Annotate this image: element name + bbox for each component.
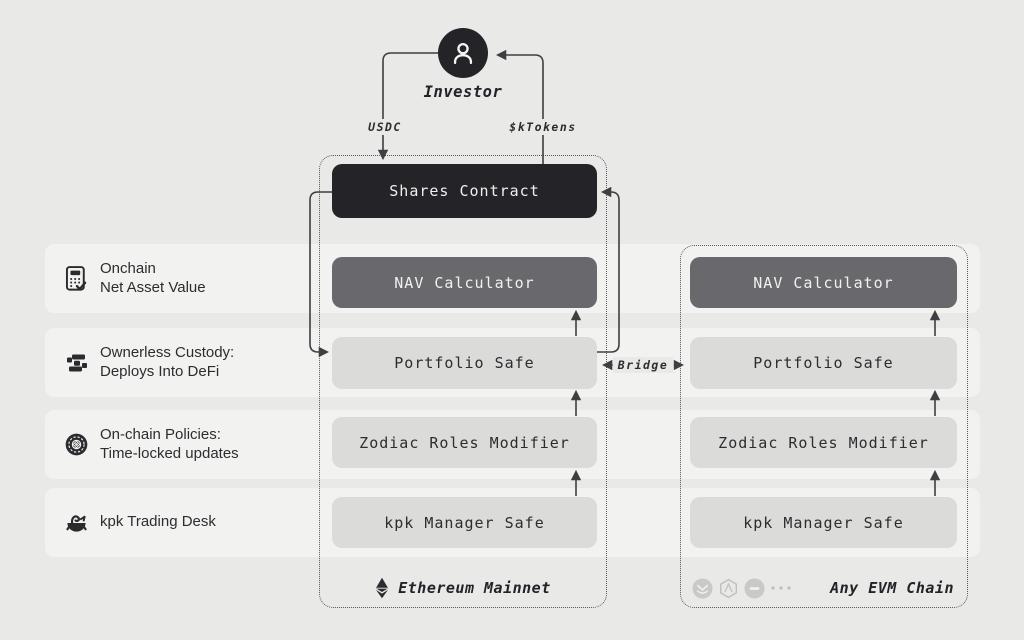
nav-calculator-box-mainnet: NAV Calculator xyxy=(332,257,597,308)
legend-row-trading: kpk Trading Desk xyxy=(45,488,345,557)
legend-label: On-chain Policies: Time-locked updates xyxy=(100,426,239,462)
calculator-check-icon xyxy=(63,265,90,293)
nav-calculator-label: NAV Calculator xyxy=(394,273,535,292)
legend-row-policies: On-chain Policies: Time-locked updates xyxy=(45,410,345,479)
zodiac-roles-modifier-label: Zodiac Roles Modifier xyxy=(359,433,570,452)
legend-label: kpk Trading Desk xyxy=(100,513,216,531)
shares-contract-box: Shares Contract xyxy=(332,164,597,218)
bridge-flow-label: Bridge xyxy=(612,357,674,373)
any-evm-chain-footer: Any EVM Chain xyxy=(692,574,954,602)
shares-contract-label: Shares Contract xyxy=(389,182,540,200)
portfolio-safe-label: Portfolio Safe xyxy=(394,354,535,372)
safe-custody-icon xyxy=(63,351,90,375)
legend-label: Ownerless Custody: Deploys Into DeFi xyxy=(100,344,235,380)
kpk-manager-safe-box-evm: kpk Manager Safe xyxy=(690,497,957,548)
gnosis-chain-icon xyxy=(692,578,713,598)
investor-avatar xyxy=(438,28,488,78)
person-icon xyxy=(453,42,473,65)
portfolio-safe-box-mainnet: Portfolio Safe xyxy=(332,337,597,389)
kpk-manager-safe-label: kpk Manager Safe xyxy=(384,513,545,532)
optimism-chain-icon xyxy=(744,578,765,598)
more-chains-ellipsis xyxy=(771,586,791,590)
flow-usdc-line xyxy=(377,52,440,161)
any-evm-chain-label: Any EVM Chain xyxy=(830,579,954,597)
ethereum-mainnet-container xyxy=(319,155,607,608)
kpk-manager-safe-box-mainnet: kpk Manager Safe xyxy=(332,497,597,548)
legend-row-nav: Onchain Net Asset Value xyxy=(45,244,345,313)
nav-calculator-box-evm: NAV Calculator xyxy=(690,257,957,308)
usdc-flow-label: USDC xyxy=(363,119,407,135)
ethereum-mainnet-footer: Ethereum Mainnet xyxy=(319,574,607,602)
chain-icons-group xyxy=(692,578,792,599)
legend-label: Onchain Net Asset Value xyxy=(100,260,206,296)
arbitrum-chain-icon xyxy=(720,578,737,598)
investor-label: Investor xyxy=(423,83,503,101)
zodiac-policies-icon xyxy=(63,432,90,457)
kpk-manager-safe-label: kpk Manager Safe xyxy=(743,513,904,532)
kpk-logo-icon xyxy=(63,511,90,534)
portfolio-safe-box-evm: Portfolio Safe xyxy=(690,337,957,389)
any-evm-chain-container xyxy=(680,245,968,608)
zodiac-roles-modifier-box-evm: Zodiac Roles Modifier xyxy=(690,417,957,468)
ethereum-icon xyxy=(376,577,389,599)
portfolio-safe-label: Portfolio Safe xyxy=(753,354,894,372)
ktokens-flow-label: $kTokens xyxy=(504,119,582,135)
zodiac-roles-modifier-label: Zodiac Roles Modifier xyxy=(718,433,929,452)
ethereum-mainnet-label: Ethereum Mainnet xyxy=(398,579,551,597)
legend-row-custody: Ownerless Custody: Deploys Into DeFi xyxy=(45,328,345,397)
flow-ktokens-line xyxy=(495,49,544,164)
zodiac-roles-modifier-box-mainnet: Zodiac Roles Modifier xyxy=(332,417,597,468)
nav-calculator-label: NAV Calculator xyxy=(753,273,894,292)
